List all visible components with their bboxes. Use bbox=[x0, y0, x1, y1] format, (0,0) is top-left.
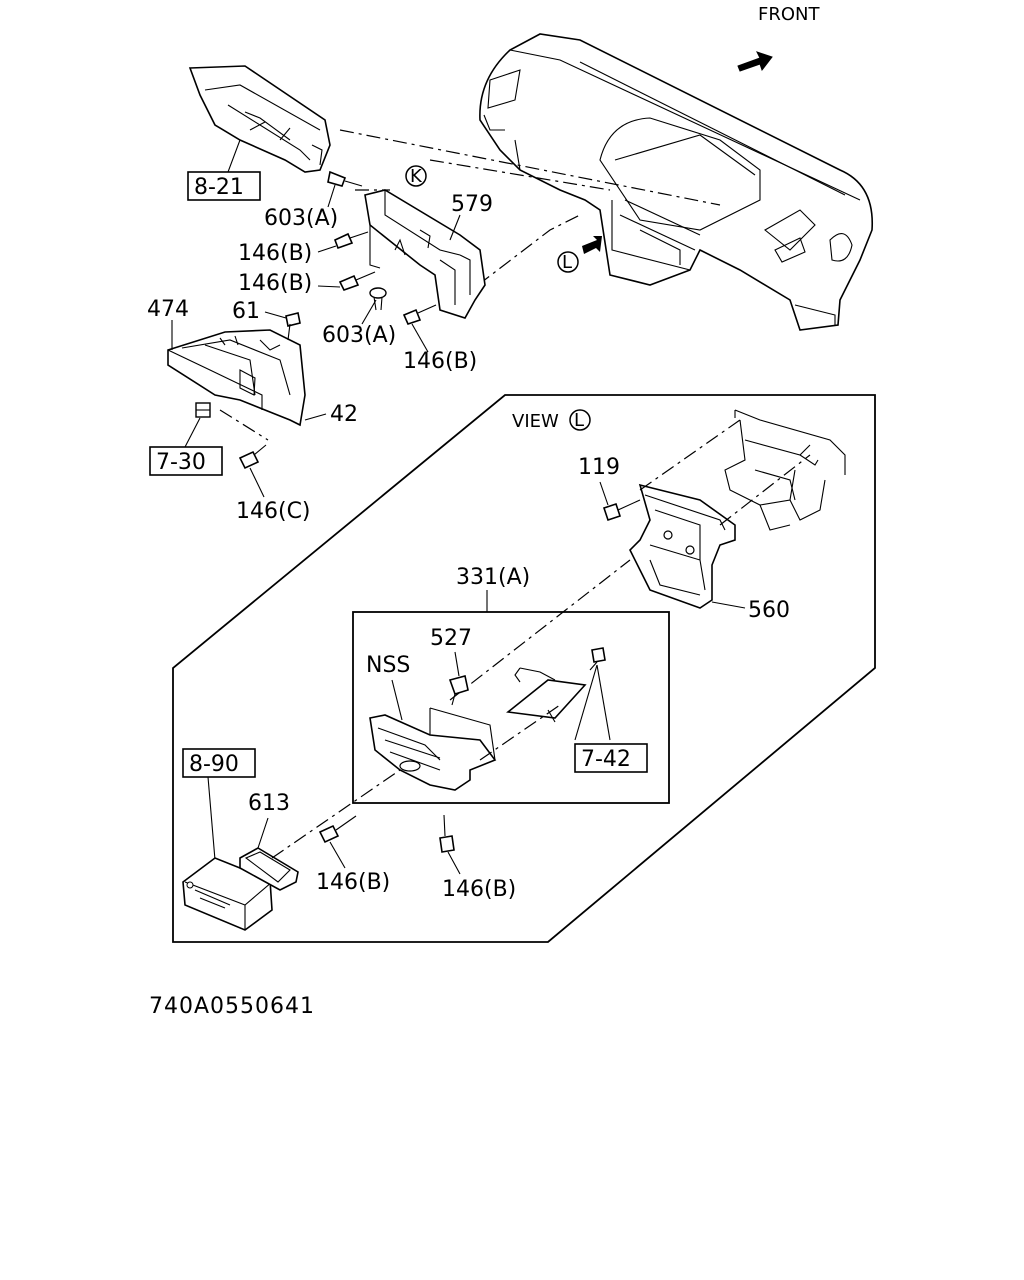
view-marker-l-icon bbox=[557, 251, 579, 273]
screw-icon bbox=[402, 304, 437, 325]
part-146c-label: 146(C) bbox=[236, 499, 311, 524]
leader-line bbox=[479, 704, 561, 761]
leader-line bbox=[449, 559, 631, 701]
leader-line bbox=[719, 454, 811, 526]
view-marker-l: L bbox=[562, 252, 572, 273]
ref-label-7-30: 7-30 bbox=[156, 450, 206, 475]
view-arrow-icon bbox=[582, 236, 602, 254]
screw-icon bbox=[602, 499, 641, 522]
part-603a-label-2: 603(A) bbox=[322, 323, 396, 348]
subassembly-331a-box bbox=[352, 611, 670, 804]
leader-line bbox=[339, 129, 721, 206]
pocket-474-part bbox=[167, 329, 306, 427]
part-146b-label-3: 146(B) bbox=[403, 349, 477, 374]
front-arrow-icon bbox=[737, 51, 773, 72]
screw-icon bbox=[238, 444, 267, 470]
bracket-579-part bbox=[364, 189, 486, 319]
dashboard-panel bbox=[479, 33, 873, 331]
cluster-hood-part bbox=[188, 65, 331, 173]
ref-label-8-21: 8-21 bbox=[194, 175, 244, 200]
bracket-560-part bbox=[629, 483, 736, 609]
ref-box-7-42 bbox=[574, 743, 648, 773]
part-146b-label-1: 146(B) bbox=[238, 241, 312, 266]
part-146b-label-2: 146(B) bbox=[238, 271, 312, 296]
view-l-title-icon bbox=[569, 409, 591, 431]
radio-unit-part bbox=[182, 857, 273, 931]
clip-icon bbox=[369, 287, 387, 311]
front-label: FRONT bbox=[758, 4, 820, 25]
screw-icon bbox=[327, 170, 363, 187]
screw-icon bbox=[285, 312, 301, 341]
part-603a-label-1: 603(A) bbox=[264, 206, 338, 231]
part-560-label: 560 bbox=[748, 598, 790, 623]
part-146b-label-4: 146(B) bbox=[316, 870, 390, 895]
screw-icon bbox=[318, 815, 357, 844]
clip-527-icon bbox=[448, 675, 469, 706]
part-613-label: 613 bbox=[248, 791, 290, 816]
part-146b-label-5: 146(B) bbox=[442, 877, 516, 902]
part-119-label: 119 bbox=[578, 455, 620, 480]
ref-label-7-42: 7-42 bbox=[581, 747, 631, 772]
view-l-frame bbox=[172, 394, 876, 943]
leader-line bbox=[271, 769, 401, 859]
part-331a-label: 331(A) bbox=[456, 565, 530, 590]
part-527-label: 527 bbox=[430, 626, 472, 651]
screw-icon bbox=[333, 231, 369, 250]
view-marker-k: K bbox=[410, 166, 423, 187]
view-l-title: VIEW bbox=[512, 411, 559, 432]
wiring-bracket-part bbox=[506, 667, 587, 723]
leader-line bbox=[477, 214, 581, 286]
ref-box-8-90 bbox=[182, 748, 256, 778]
ref-box-8-21 bbox=[187, 171, 261, 201]
ref-box-7-30 bbox=[149, 446, 223, 476]
console-structure-part bbox=[724, 409, 846, 531]
part-61-label: 61 bbox=[232, 299, 260, 324]
leader-line bbox=[429, 159, 611, 191]
screw-icon bbox=[439, 814, 455, 853]
audio-bezel-part bbox=[369, 707, 497, 791]
drawing-code: 740A0550641 bbox=[149, 994, 315, 1019]
part-nss-label: NSS bbox=[366, 653, 410, 678]
screw-icon bbox=[589, 647, 606, 671]
ref-label-8-90: 8-90 bbox=[189, 752, 239, 777]
part-579-label: 579 bbox=[451, 192, 493, 217]
leader-line bbox=[639, 419, 741, 491]
clip-icon bbox=[195, 402, 211, 418]
view-marker-k-icon bbox=[405, 165, 427, 187]
view-l-title-letter: L bbox=[574, 410, 584, 431]
part-42-label: 42 bbox=[330, 402, 358, 427]
leader-line bbox=[219, 409, 269, 441]
screw-icon bbox=[338, 271, 376, 291]
part-474-label: 474 bbox=[147, 297, 189, 322]
